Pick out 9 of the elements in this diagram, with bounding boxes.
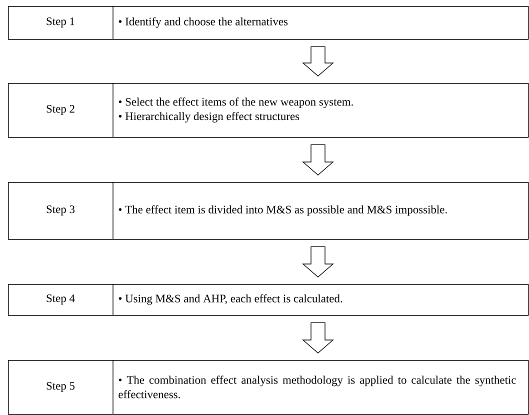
block-arrow [302, 144, 334, 176]
block-arrow [302, 46, 334, 76]
step-row: Step 3 • The effect item is divided into M&S as possible and M&S impossible. [8, 182, 529, 240]
step-row: Step 4 • Using M&S and AHP, each effect is calculated. [8, 284, 529, 316]
step-row: Step 5 • The combination effect analysis methodology is applied to calculate the synthetic effectiveness. [8, 360, 529, 415]
block-arrow [302, 322, 334, 354]
step-row: Step 2 • Select the effect items of the new weapon system. • Hierarchically design effect structures [8, 82, 529, 138]
step-row: Step 1 • Identify and choose the alternatives [8, 6, 529, 40]
block-arrow [302, 246, 334, 278]
